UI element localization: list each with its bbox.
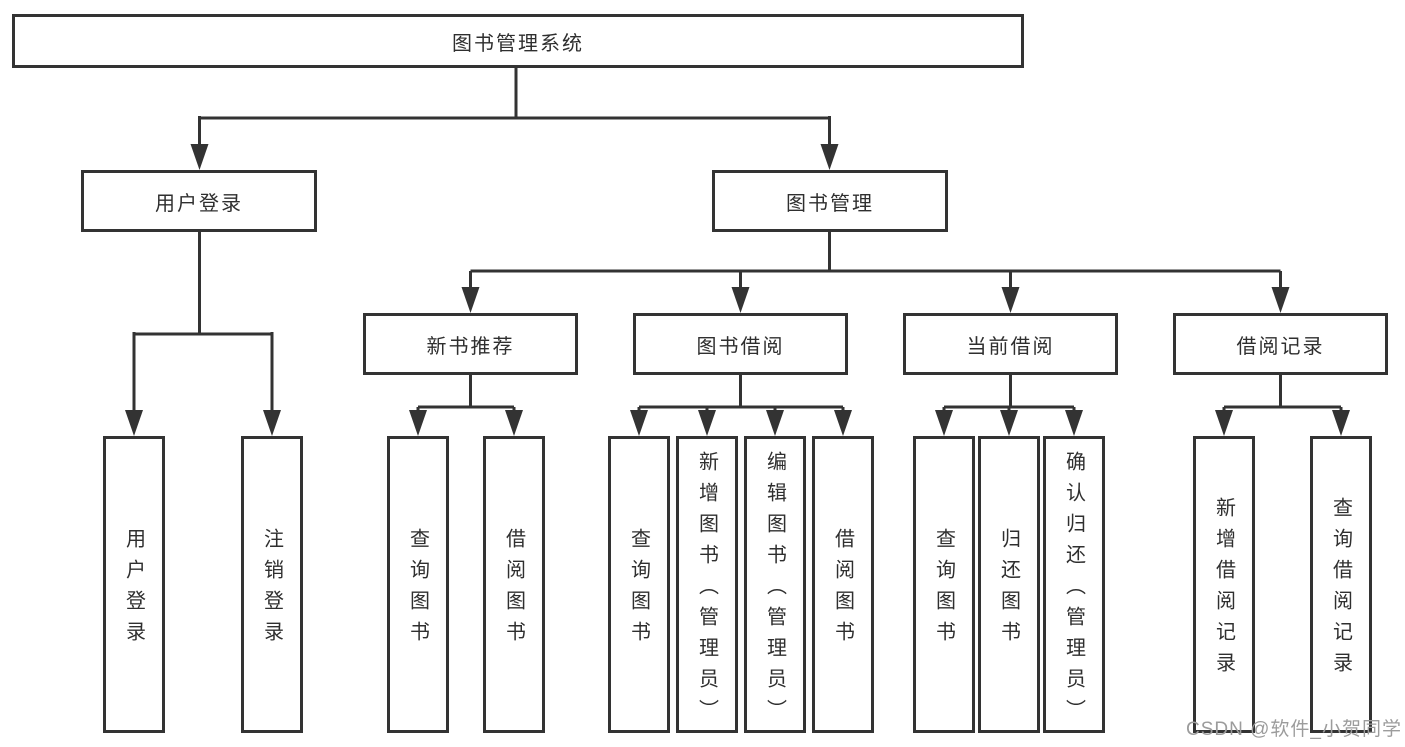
connector-fork-current bbox=[942, 375, 1076, 416]
connector-fork-user-login bbox=[132, 232, 274, 416]
connector-fork-records bbox=[1222, 375, 1343, 416]
node-library-system: 图书管理系统 bbox=[12, 14, 1024, 68]
leaf-query-books-borrow: 查询图书 bbox=[608, 436, 670, 733]
node-current-borrow: 当前借阅 bbox=[903, 313, 1118, 375]
leaf-borrow-books-recommend: 借阅图书 bbox=[483, 436, 545, 733]
leaf-add-borrow-record: 新增借阅记录 bbox=[1193, 436, 1255, 733]
node-book-borrow: 图书借阅 bbox=[633, 313, 848, 375]
watermark: CSDN @软件_小贺同学 bbox=[1186, 719, 1402, 740]
node-book-management: 图书管理 bbox=[712, 170, 948, 232]
node-user-login: 用户登录 bbox=[81, 170, 317, 232]
connector-fork-borrow bbox=[637, 375, 845, 416]
connector-fork-book-management bbox=[469, 232, 1282, 293]
leaf-user-login: 用户登录 bbox=[103, 436, 165, 733]
connector-fork-root bbox=[198, 68, 831, 150]
node-new-book-recommend: 新书推荐 bbox=[363, 313, 578, 375]
leaf-confirm-return-admin: 确认归还（管理员） bbox=[1043, 436, 1105, 733]
leaf-logout: 注销登录 bbox=[241, 436, 303, 733]
leaf-return-book: 归还图书 bbox=[978, 436, 1040, 733]
node-borrow-records: 借阅记录 bbox=[1173, 313, 1388, 375]
connector-fork-recommend bbox=[416, 375, 516, 416]
leaf-query-borrow-record: 查询借阅记录 bbox=[1310, 436, 1372, 733]
leaf-query-books-current: 查询图书 bbox=[913, 436, 975, 733]
leaf-edit-book-admin: 编辑图书（管理员） bbox=[744, 436, 806, 733]
arrowheads bbox=[125, 144, 1350, 436]
leaf-borrow-books: 借阅图书 bbox=[812, 436, 874, 733]
leaf-add-book-admin: 新增图书（管理员） bbox=[676, 436, 738, 733]
leaf-query-books-recommend: 查询图书 bbox=[387, 436, 449, 733]
